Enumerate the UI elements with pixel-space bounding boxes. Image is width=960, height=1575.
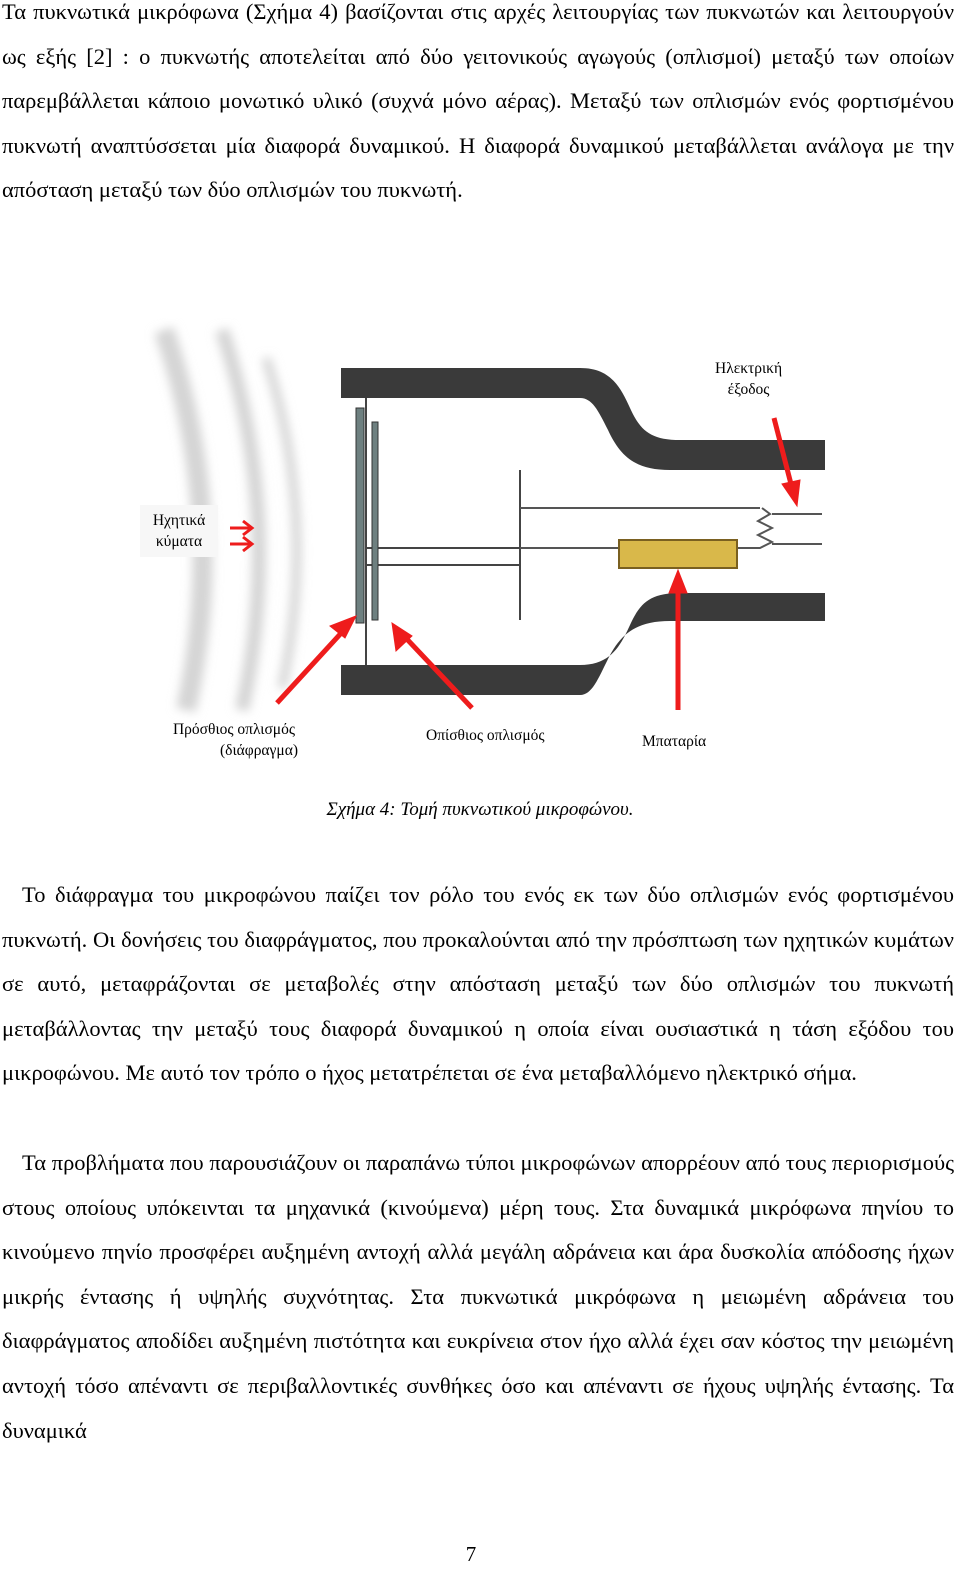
battery [618,539,738,569]
sound-waves-label-line1: Ηχητικά [152,512,206,529]
problems-paragraph: Τα προβλήματα που παρουσιάζουν οι παραπά… [2,1150,954,1443]
condenser-microphone-figure: Ηλεκτρική έξοδος Ηχητικά κύματα Πρόσθιος… [140,318,840,768]
front-plate-label: Πρόσθιος οπλισμός (διάφραγμα) [170,719,298,761]
front-plate-label-line1: Πρόσθιος οπλισμός [172,721,296,738]
back-plate [371,421,379,621]
back-plate-label: Οπίσθιος οπλισμός [426,727,545,744]
intro-paragraph: Τα πυκνωτικά μικρόφωνα (Σχήμα 4) βασίζον… [2,0,954,203]
front-plate-diaphragm [355,407,365,624]
battery-label: Μπαταρία [642,733,707,750]
electrical-output-label-line1: Ηλεκτρική [715,360,783,377]
electrical-output-label: Ηλεκτρική έξοδος [715,358,782,400]
front-plate-label-line2: (διάφραγμα) [220,742,298,759]
electrical-output-label-line2: έξοδος [727,381,770,398]
sound-waves-label-line2: κύματα [155,533,203,550]
housing-bottom [341,593,825,695]
page-number: 7 [465,1542,477,1566]
figure-caption: Σχήμα 4: Τομή πυκνωτικού μικροφώνου. [326,799,634,820]
housing-top [341,368,825,470]
diaphragm-paragraph: Το διάφραγμα του μικροφώνου παίζει τον ρ… [2,882,954,1086]
pointer-arrows [275,417,801,710]
sound-waves-label: Ηχητικά κύματα [140,505,218,557]
output-lead-top [520,507,822,549]
microphone-cross-section-diagram [154,326,825,713]
inner-chamber-outline [365,398,521,665]
sound-wave-arrows [230,519,255,553]
